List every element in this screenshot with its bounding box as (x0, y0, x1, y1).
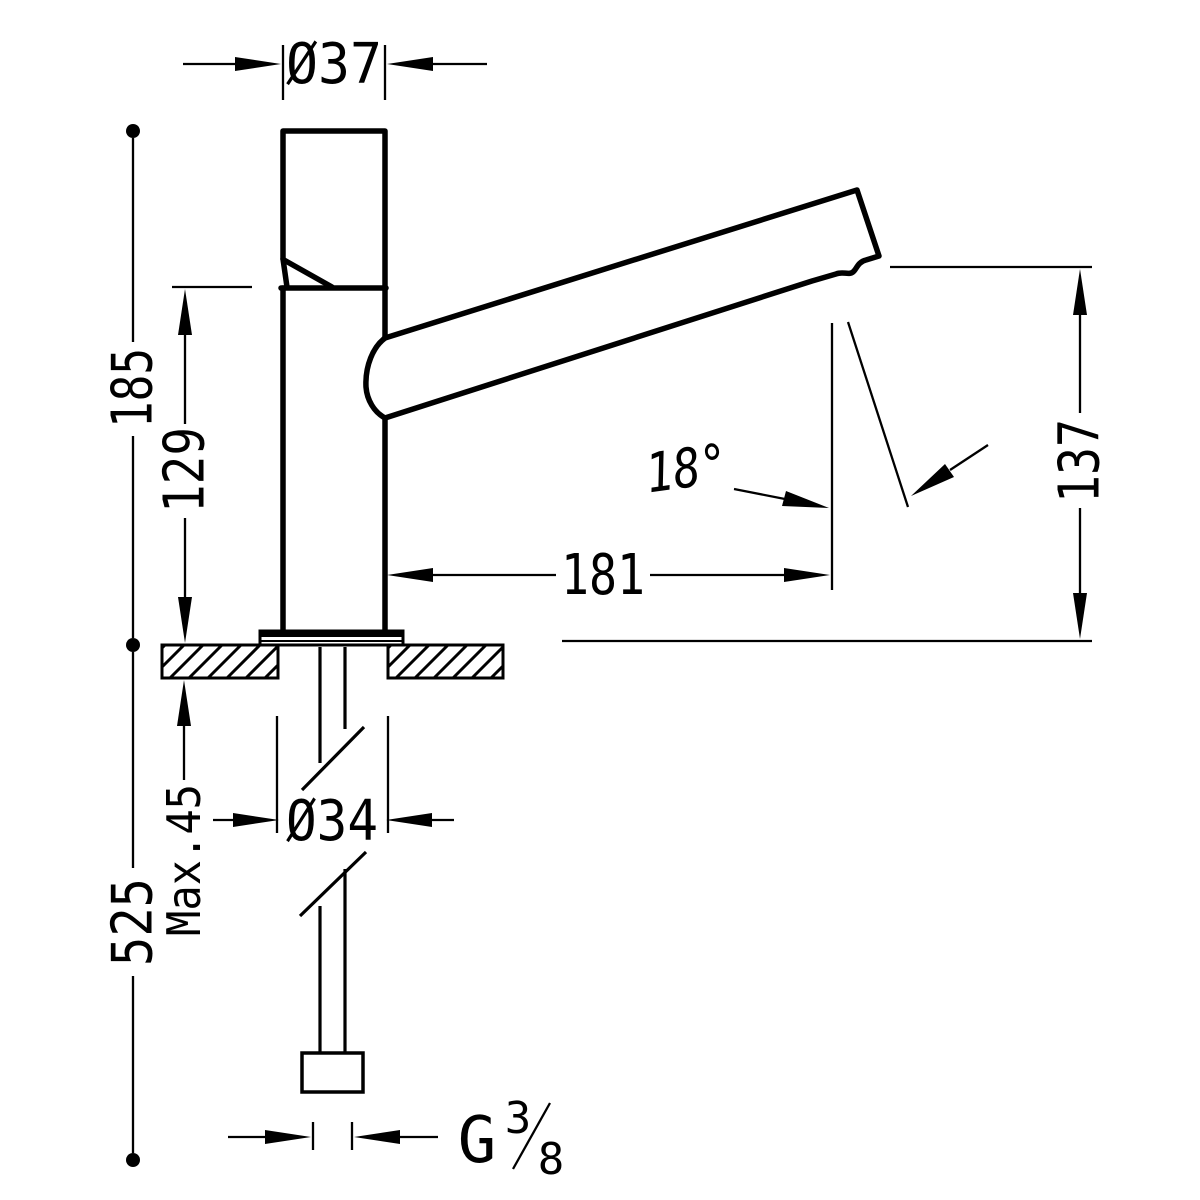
hatch-lines-left (160, 643, 280, 680)
label-outlet-height: 137 (1048, 419, 1113, 503)
label-thread-denominator: 8 (538, 1134, 565, 1185)
dim-hose-length: 525 (101, 652, 166, 1167)
dim-spout-reach: 181 (387, 543, 830, 608)
counter-left-slab (160, 643, 280, 680)
hatch-lines-right (386, 643, 505, 680)
hose-connector (300, 1051, 365, 1094)
dim-total-height: 185 (101, 124, 166, 652)
faucet-body (278, 285, 389, 634)
dim-outlet-height: 137 (562, 265, 1113, 643)
faucet-base-flange (258, 629, 405, 647)
label-thread-letter: G (458, 1104, 497, 1178)
label-body-height: 129 (153, 427, 218, 513)
label-total-height: 185 (101, 348, 166, 428)
angle-slanted-reference (846, 321, 910, 508)
faucet-spout (363, 187, 882, 421)
dim-thread: G 3 8 (228, 1093, 564, 1185)
label-thread-numerator: 3 (505, 1093, 532, 1144)
label-spout-angle: 18° (642, 432, 732, 506)
break-line-lower (298, 850, 368, 918)
fraction-slash (511, 1102, 552, 1170)
dim-spout-diameter: Ø37 (183, 32, 487, 100)
label-hose-length: 525 (101, 878, 166, 966)
dim-hole-diameter: Ø34 (213, 716, 454, 854)
supply-hose (298, 647, 368, 1094)
dim-max-thickness: Max.45 (157, 680, 211, 936)
dim-spout-angle: 18° (642, 321, 989, 590)
counter-section (160, 643, 505, 680)
label-spout-diameter: Ø37 (286, 32, 382, 97)
break-line-upper (300, 725, 366, 792)
counter-right-slab (386, 643, 505, 680)
faucet-outline (160, 128, 882, 1094)
faucet-handle (280, 128, 388, 290)
label-max-thickness: Max.45 (157, 784, 211, 936)
dim-body-height: 129 (153, 285, 252, 643)
label-hole-diameter: Ø34 (286, 789, 378, 854)
label-spout-reach: 181 (561, 543, 645, 608)
